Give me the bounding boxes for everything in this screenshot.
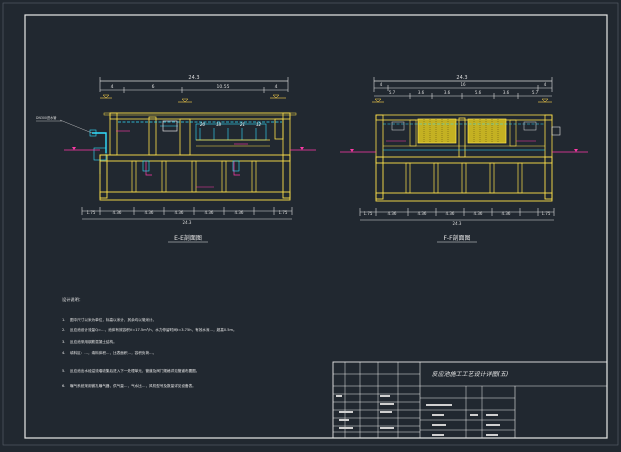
note-2-num: 2. (62, 328, 65, 332)
note-4-text: 填料区：…，填料体积…，比表面积…，容积负荷…。 (70, 350, 156, 355)
note-2-text: 反应池设计流量Q=…，池体有效容积V=17.5m³/h，水力停留时间t=3.75… (70, 327, 237, 332)
section-e-bdim-6: 4.36 (235, 210, 244, 215)
note-3-text: 反应池采用钢筋混凝土结构。 (70, 339, 117, 344)
drawing-title: 反应池施工工艺设计详图(五) (432, 370, 509, 378)
section-f-bdim-7: 1.75 (542, 211, 551, 216)
section-f-bdim-2: 4.36 (388, 211, 397, 216)
section-e-bdim-3: 4.36 (145, 210, 154, 215)
section-f-f: 24.3 4 16 4 5.7 3.6 3.6 5.6 3.6 5.7 (340, 75, 588, 243)
section-f-title: F-F剖面图 (443, 234, 470, 242)
section-f-idim-2: 3.6 (418, 90, 425, 95)
notes-heading: 设计说明： (62, 296, 83, 303)
svg-text:21: 21 (240, 122, 245, 127)
section-e-bdim-7: 1.75 (279, 210, 288, 215)
note-1-num: 1. (62, 318, 65, 322)
media-block-left (417, 118, 457, 144)
section-f-bdim-3: 4.36 (418, 211, 427, 216)
note-6-num: 6. (62, 384, 65, 388)
section-f-bdim-4: 4.36 (446, 211, 455, 216)
note-4-num: 4. (62, 351, 65, 355)
section-f-bdim-5: 4.36 (474, 211, 483, 216)
section-e-total-dim: 24.3 (188, 75, 199, 81)
section-e-bottom-total: 24.3 (183, 220, 192, 225)
section-f-idim-5: 3.6 (503, 90, 510, 95)
section-f-odim-1: 4 (380, 82, 383, 87)
section-f-bottom-total: 24.3 (453, 221, 462, 226)
inlet-pipe-label: DN300进水管 (36, 115, 57, 120)
title-block: 反应池施工工艺设计详图(五) (332, 361, 608, 439)
design-notes: 设计说明： 1. 图中尺寸以米为单位，标高以米计，其余均以毫米计。 2. 反应池… (62, 296, 237, 388)
section-e-dim-1: 4 (111, 84, 114, 90)
section-e-bdim-4: 4.36 (175, 210, 184, 215)
note-5-text: 反应池出水经溢流堰收集后进入下一处理单元，管道及阀门规格详见管道布置图。 (70, 368, 199, 373)
section-e-dim-4: 4 (275, 84, 278, 90)
section-e-bdim-1: 1.75 (87, 210, 96, 215)
section-e-dim-2: 6 (152, 84, 155, 90)
section-e-e: 24.3 4 6 10.55 4 2 (36, 75, 316, 243)
section-f-bdim-6: 4.36 (502, 211, 511, 216)
section-e-bdim-2: 4.36 (113, 210, 122, 215)
note-3-num: 3. (62, 340, 65, 344)
section-f-idim-6: 5.7 (532, 90, 539, 95)
outer-frame (2, 2, 619, 446)
sheet-border (24, 14, 608, 439)
section-e-bdim-5: 4.36 (205, 210, 214, 215)
section-f-odim-3: 4 (544, 82, 547, 87)
section-f-odim-2: 16 (460, 82, 466, 87)
section-f-idim-3: 3.6 (444, 90, 451, 95)
section-f-bdim-1: 1.75 (364, 211, 373, 216)
section-f-idim-4: 5.6 (475, 90, 482, 95)
note-5-num: 5. (62, 369, 65, 373)
section-e-title: E-E剖面图 (174, 234, 202, 242)
section-f-total-dim: 24.3 (456, 75, 467, 81)
section-e-dim-3: 10.55 (217, 84, 230, 90)
section-f-idim-1: 5.7 (389, 90, 396, 95)
svg-text:20: 20 (200, 122, 206, 127)
media-block-right (467, 118, 507, 144)
svg-text:18: 18 (216, 122, 222, 127)
note-6-text: 曝气系统采用微孔曝气器，供气量…，气水比…，风机型号及数量详见设备表。 (70, 383, 196, 388)
note-1-text: 图中尺寸以米为单位，标高以米计，其余均以毫米计。 (70, 317, 156, 322)
svg-text:12: 12 (256, 122, 262, 127)
